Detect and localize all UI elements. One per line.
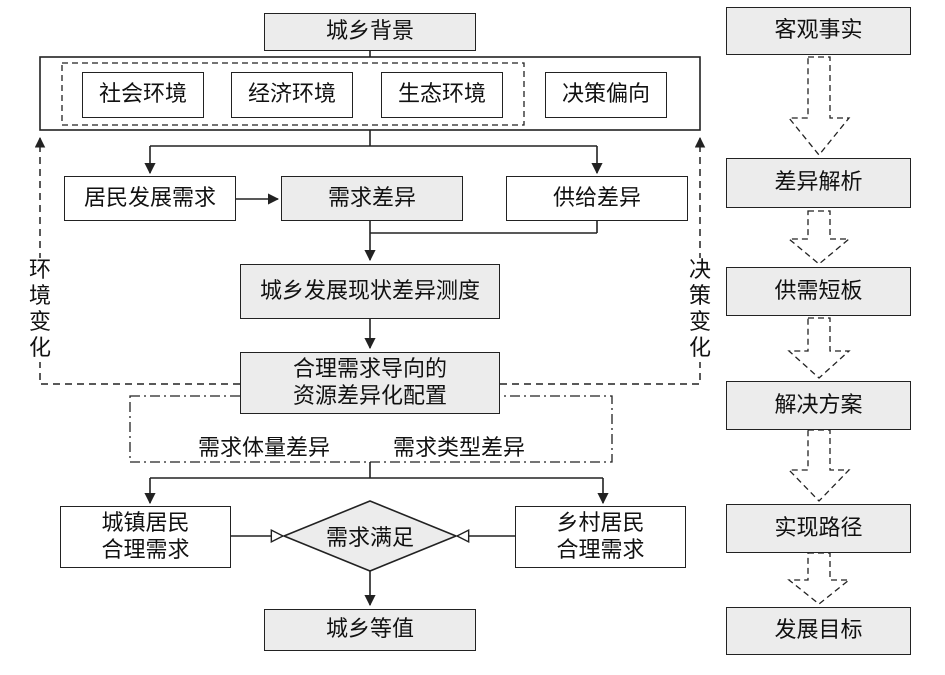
context-dashed-group: [61, 62, 525, 126]
residents-demand-box: 居民发展需求: [64, 176, 236, 221]
decision-bias-box: 决策偏向: [545, 72, 667, 118]
urban-rural-equivalence-box: 城乡等值: [264, 609, 476, 651]
down-arrow-1: [787, 56, 851, 157]
social-environment-box: 社会环境: [82, 72, 204, 118]
implementation-path-box: 实现路径: [726, 504, 911, 553]
solution-box: 解决方案: [726, 381, 911, 430]
economic-environment-box: 经济环境: [231, 72, 353, 118]
demand-difference-box: 需求差异: [281, 176, 463, 221]
decision-feedback-line: [500, 136, 706, 385]
demand-volume-difference-label: 需求体量差异: [198, 436, 331, 461]
ecological-environment-box: 生态环境: [381, 72, 503, 118]
decision-change-label: 决策变化: [688, 258, 712, 362]
objective-facts-box: 客观事实: [726, 7, 911, 55]
rural-residents-demand-box: 乡村居民 合理需求: [515, 506, 686, 568]
supply-demand-shortfall-box: 供需短板: [726, 267, 911, 316]
urban-residents-demand-box: 城镇居民 合理需求: [60, 506, 231, 568]
status-difference-measure-box: 城乡发展现状差异测度: [240, 264, 500, 319]
environment-change-label: 环境变化: [28, 258, 52, 362]
difference-analysis-box: 差异解析: [726, 158, 911, 208]
demand-satisfaction-label: 需求满足: [325, 526, 414, 551]
development-goal-box: 发展目标: [726, 607, 911, 655]
down-arrow-2: [787, 210, 851, 265]
environment-feedback-line: [34, 136, 240, 385]
supply-difference-box: 供给差异: [506, 176, 688, 221]
down-arrow-4: [787, 429, 851, 502]
urban-rural-background-box: 城乡背景: [264, 13, 476, 51]
down-arrow-5: [787, 552, 851, 605]
resource-allocation-box: 合理需求导向的 资源差异化配置: [240, 352, 500, 414]
down-arrow-3: [787, 317, 851, 379]
demand-type-difference-label: 需求类型差异: [393, 436, 526, 461]
